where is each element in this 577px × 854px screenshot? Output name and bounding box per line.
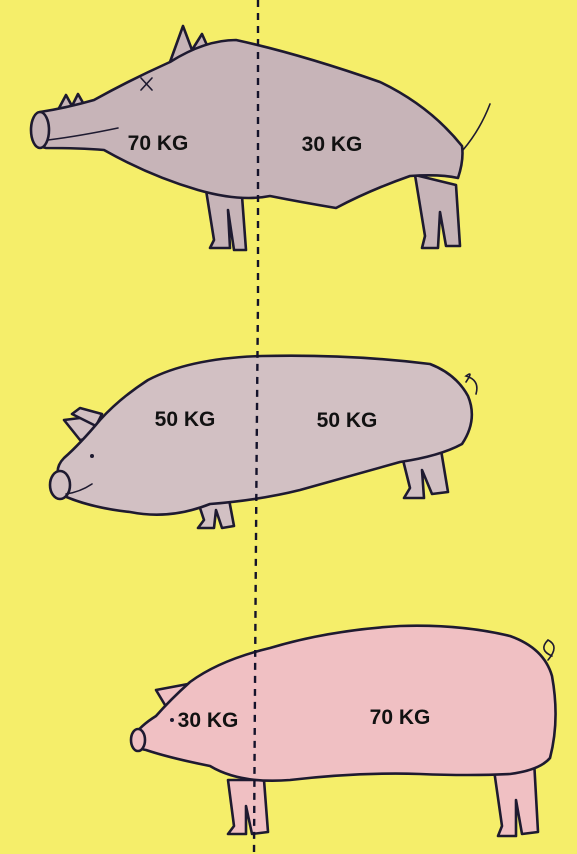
modern-pig-rear-weight-label: 70 KG	[370, 706, 431, 729]
middle-pig-snout	[50, 471, 70, 499]
modern-pig-body	[134, 626, 556, 781]
middle-pig-tail	[466, 374, 477, 394]
middle-pig-front-weight-label: 50 KG	[155, 408, 216, 431]
middle-pig-eye	[90, 454, 94, 458]
boar-body	[32, 40, 463, 208]
middle-pig-figure: 50 KG 50 KG	[50, 356, 477, 528]
modern-pig-snout	[131, 729, 145, 751]
boar-front-weight-label: 70 KG	[128, 132, 189, 155]
modern-pig-figure: 30 KG 70 KG	[131, 626, 556, 836]
modern-pig-eye	[170, 718, 174, 722]
boar-snout	[31, 112, 49, 148]
boar-tail	[463, 104, 490, 150]
boar-hind-legs	[415, 175, 460, 248]
wild-boar-figure: 70 KG 30 KG	[31, 26, 490, 250]
modern-pig-tail	[544, 640, 554, 660]
modern-pig-front-legs	[228, 780, 268, 834]
modern-pig-front-weight-label: 30 KG	[178, 709, 239, 732]
middle-pig-rear-weight-label: 50 KG	[317, 409, 378, 432]
boar-rear-weight-label: 30 KG	[302, 133, 363, 156]
